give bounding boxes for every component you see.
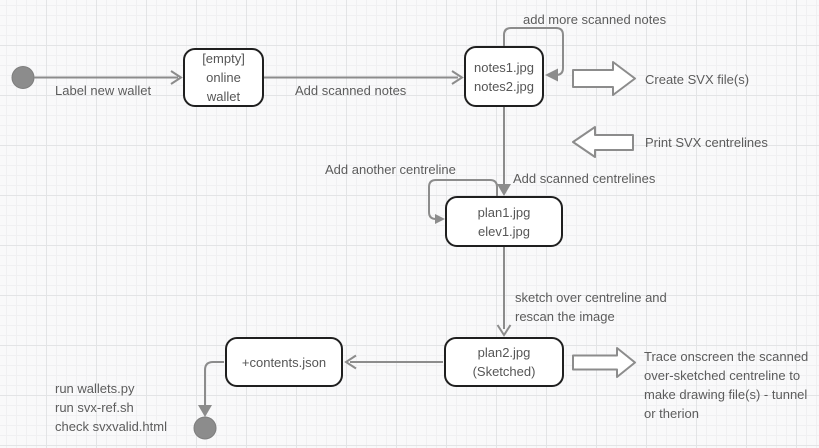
start-state-circle[interactable]	[11, 66, 35, 89]
annotation-create-svx[interactable]: Create SVX file(s)	[645, 72, 750, 87]
edge-start-to-empty-wallet[interactable]	[34, 70, 183, 85]
arrowhead-open-right	[170, 70, 183, 85]
edge-label-sketch-over[interactable]: sketch over centreline and rescan the im…	[515, 288, 667, 326]
state-contents-json[interactable]: +contents.json	[225, 337, 343, 387]
block-arrow-right-trace[interactable]	[572, 347, 636, 378]
state-empty-online-wallet[interactable]: [empty] online wallet	[183, 48, 264, 107]
edge-label-label-new-wallet[interactable]: Label new wallet	[55, 83, 152, 98]
annotation-final-steps[interactable]: run wallets.py run svx-ref.sh check svxv…	[55, 379, 167, 436]
state-plan2-sketched[interactable]: plan2.jpg (Sketched)	[444, 337, 564, 387]
state-label-line: plan2.jpg	[477, 345, 531, 360]
state-notes-jpgs[interactable]: notes1.jpg notes2.jpg	[464, 46, 544, 107]
state-label-line: notes1.jpg	[474, 59, 534, 75]
arrowhead-open-right	[451, 70, 464, 85]
edge-empty-wallet-to-notes[interactable]	[264, 70, 464, 85]
arrowhead-solid-right	[435, 214, 445, 224]
arrowhead-solid-down	[497, 184, 511, 196]
state-label-line: (Sketched)	[472, 364, 536, 379]
edge-notes-self-loop[interactable]	[503, 27, 564, 82]
edge-label-line: rescan the image	[515, 309, 615, 324]
edge-plan1-to-plan2[interactable]	[496, 247, 512, 337]
annotation-line: run wallets.py	[55, 381, 135, 396]
edge-notes-to-plan1[interactable]	[497, 107, 511, 196]
edge-plan2-to-contents[interactable]	[344, 354, 443, 370]
state-label-line: [empty]	[202, 51, 245, 66]
state-plan1-elev1[interactable]: plan1.jpg elev1.jpg	[445, 196, 563, 247]
arrowhead-open-left	[344, 354, 357, 370]
annotation-print-svx[interactable]: Print SVX centrelines	[645, 135, 768, 150]
state-label-line: elev1.jpg	[477, 223, 531, 239]
state-label-line: online	[206, 70, 241, 85]
arrowhead-solid-left	[545, 68, 558, 82]
edge-label-line: sketch over centreline and	[515, 290, 667, 305]
end-state-circle[interactable]	[193, 416, 217, 440]
state-label-line: +contents.json	[241, 354, 327, 370]
annotation-line: check svxvalid.html	[55, 419, 167, 434]
block-arrow-right-create-svx[interactable]	[572, 61, 636, 96]
annotation-trace[interactable]: Trace onscreen the scanned over-sketched…	[644, 349, 809, 421]
edge-plan1-self-loop[interactable]	[428, 179, 498, 224]
arrowhead-solid-down	[198, 405, 212, 417]
edge-label-add-another-centreline[interactable]: Add another centreline	[325, 162, 456, 177]
annotation-line: run svx-ref.sh	[55, 400, 134, 415]
edge-label-add-scanned-notes[interactable]: Add scanned notes	[295, 83, 407, 98]
block-arrow-left-print-svx[interactable]	[572, 126, 634, 158]
edge-label-add-scanned-centrelines[interactable]: Add scanned centrelines	[513, 171, 656, 186]
state-label-line: notes2.jpg	[474, 78, 534, 94]
arrowhead-open-down	[496, 324, 512, 337]
edge-label-add-more-scanned-notes[interactable]: add more scanned notes	[523, 12, 667, 27]
state-label-line: plan1.jpg	[477, 204, 531, 220]
edge-contents-to-end[interactable]	[198, 361, 224, 417]
state-label-line: wallet	[206, 89, 241, 104]
